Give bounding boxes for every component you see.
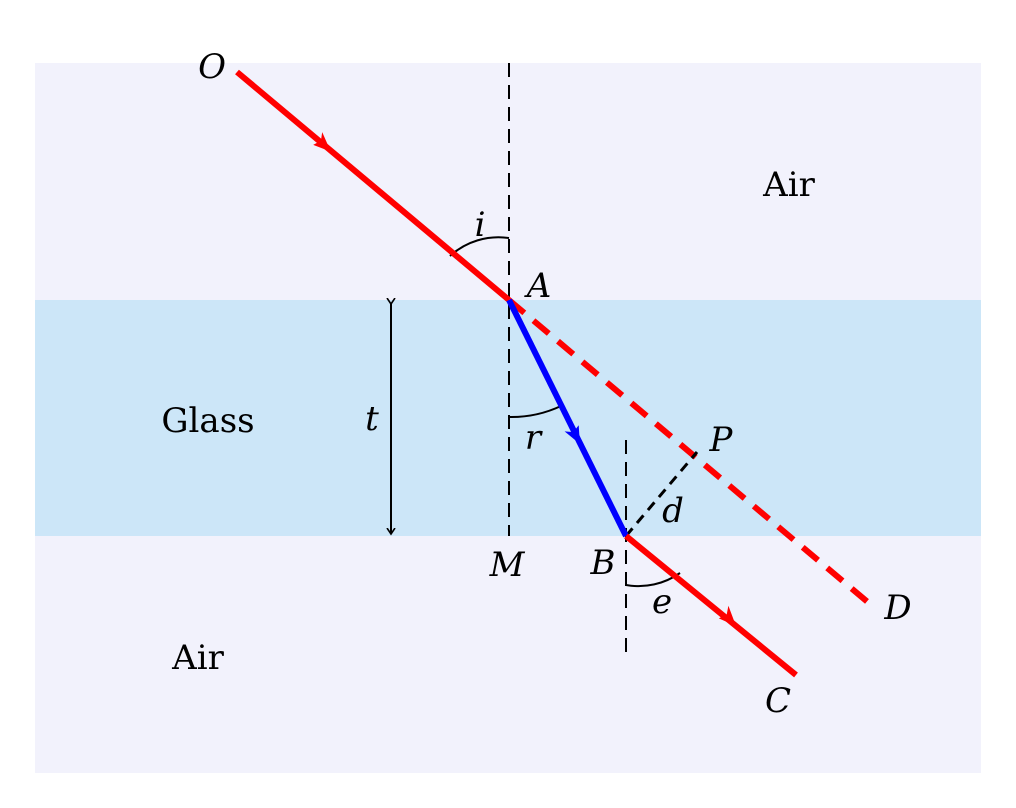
thickness-label: t xyxy=(365,399,379,439)
refracted-ray-arrowhead xyxy=(564,425,580,444)
angle-r-arc xyxy=(508,405,562,419)
incident-ray-arrowhead xyxy=(313,132,331,152)
angle-i-label: i xyxy=(475,205,486,245)
air-region-bottom xyxy=(35,536,981,773)
point-A-label: A xyxy=(524,266,552,306)
lateral-shift-segment xyxy=(624,451,699,537)
glass-label: Glass xyxy=(161,401,254,441)
point-B-label: B xyxy=(590,543,616,583)
air-bottom-label: Air xyxy=(171,638,224,678)
emergent-ray xyxy=(624,533,798,678)
emergent-ray-arrowhead xyxy=(718,605,736,626)
incident-ray xyxy=(235,69,511,303)
angle-e-label: e xyxy=(652,582,672,622)
angle-r-label: r xyxy=(525,418,543,458)
lateral-shift-label: d xyxy=(662,491,684,531)
air-top-label: Air xyxy=(762,165,815,205)
point-C-label: C xyxy=(765,681,791,721)
refracted-ray xyxy=(506,298,629,538)
point-O-label: O xyxy=(198,47,226,87)
point-D-label: D xyxy=(883,588,911,628)
point-M-label: M xyxy=(489,545,526,585)
extended-ray-AD xyxy=(507,297,872,607)
point-P-label: P xyxy=(709,420,734,460)
